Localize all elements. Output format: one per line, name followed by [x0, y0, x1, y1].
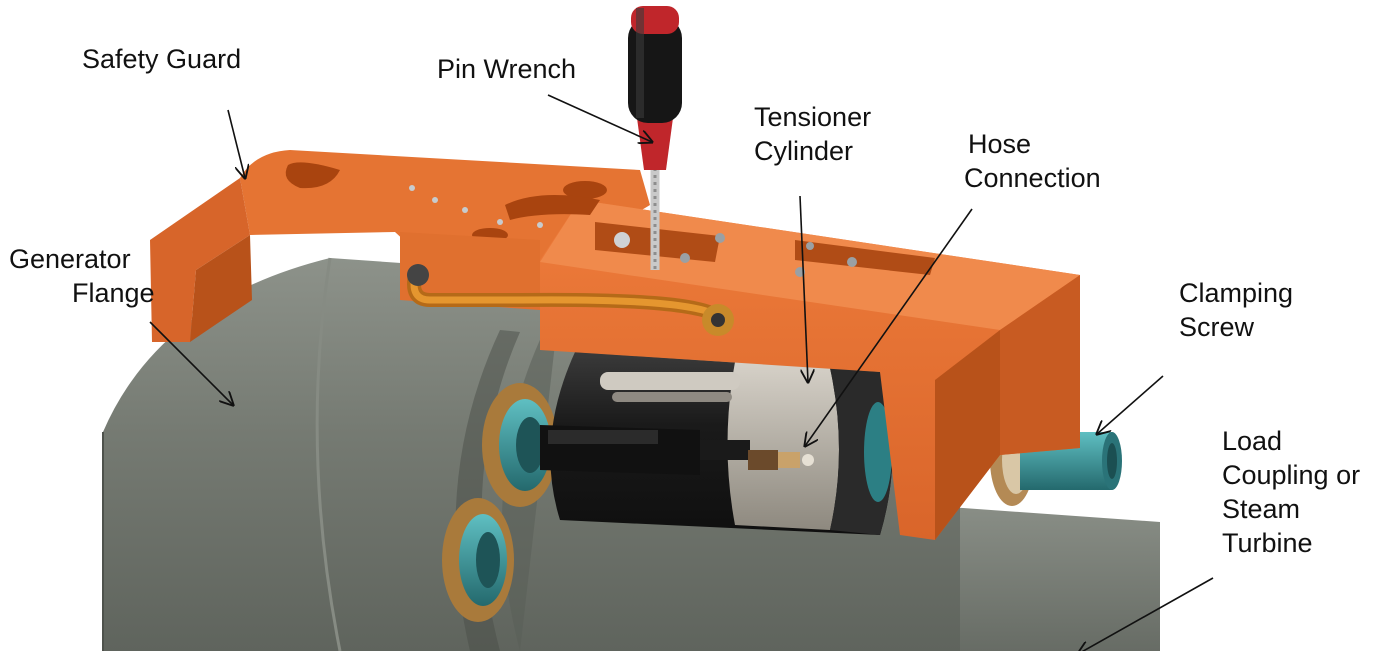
arrow-safety-guard: [227, 109, 245, 178]
label-load-coupling-line2: Coupling or: [1222, 460, 1361, 490]
hose-connection: [748, 450, 814, 470]
callout-arrows: [149, 94, 1214, 651]
flange-fitting-upper: [482, 383, 558, 507]
label-tensioner-cylinder: Tensioner Cylinder: [754, 100, 871, 168]
flange-fitting-lower: [442, 498, 514, 622]
label-clamping-screw-line2: Screw: [1179, 312, 1255, 342]
arrow-load-coupling: [1078, 577, 1214, 651]
label-tensioner-cylinder-line2: Cylinder: [754, 136, 854, 166]
label-clamping-screw-line1: Clamping: [1179, 278, 1294, 308]
label-clamping-screw: Clamping Screw: [1179, 276, 1293, 344]
label-tensioner-cylinder-line1: Tensioner: [754, 102, 872, 132]
tensioner-cylinder: [540, 352, 893, 535]
guard-handle: [407, 264, 734, 336]
label-load-coupling-line4: Turbine: [1222, 528, 1313, 558]
label-pin-wrench: Pin Wrench: [437, 54, 577, 84]
safety-guard: [150, 150, 1080, 540]
label-hose-connection: Hose Connection: [964, 127, 1101, 195]
label-generator-flange-line2: Flange: [72, 278, 155, 308]
arrow-generator-flange: [149, 321, 233, 405]
arrow-pin-wrench: [547, 94, 652, 142]
label-hose-connection-line2: Connection: [964, 163, 1101, 193]
arrow-hose-connection: [805, 208, 973, 446]
arrow-clamping-screw: [1097, 375, 1164, 434]
label-generator-flange-line1: Generator: [9, 244, 131, 274]
label-load-coupling-line3: Steam: [1222, 494, 1301, 524]
label-generator-flange: Generator Flange: [9, 242, 155, 310]
label-load-coupling: Load Coupling or Steam Turbine: [1222, 424, 1360, 560]
label-load-coupling-line1: Load: [1222, 426, 1283, 456]
label-safety-guard: Safety Guard: [82, 44, 242, 74]
label-hose-connection-line1: Hose: [968, 129, 1032, 159]
arrow-tensioner-cylinder: [799, 195, 808, 382]
